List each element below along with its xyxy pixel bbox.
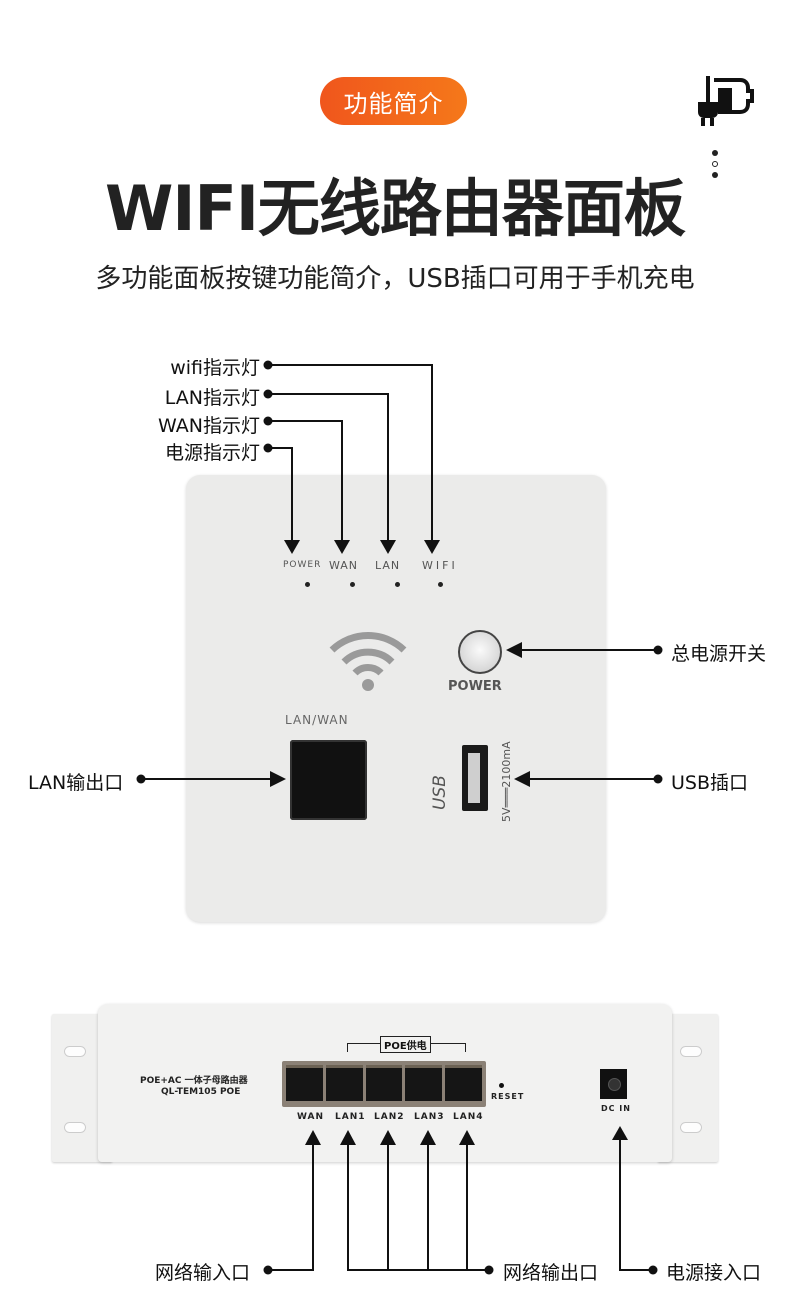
led-label-wifi: WIFI — [422, 559, 458, 572]
dots-decoration — [710, 150, 720, 183]
led-lan — [395, 582, 400, 587]
led-wan — [350, 582, 355, 587]
power-button-label: POWER — [448, 679, 502, 694]
port-label-lan3: LAN3 — [414, 1112, 445, 1122]
leader-power — [268, 447, 293, 540]
callout-power-switch: 总电源开关 — [671, 643, 767, 665]
wifi-icon — [328, 628, 408, 696]
callout-lan-led: LAN指示灯 — [164, 387, 260, 409]
model-line-2: QL-TEM105 POE — [161, 1087, 241, 1097]
callout-wifi-led: wifi指示灯 — [170, 357, 260, 379]
leader-wan — [268, 420, 343, 540]
wall-panel — [186, 475, 606, 922]
poe-label: POE供电 — [380, 1036, 431, 1053]
leader-lan — [268, 393, 389, 540]
ethernet-ports — [282, 1061, 486, 1107]
usb-port[interactable] — [462, 745, 488, 811]
lan-port[interactable] — [290, 740, 367, 820]
callout-network-output: 网络输出口 — [503, 1262, 599, 1284]
leader-wifi — [268, 364, 433, 540]
port-lan2[interactable] — [365, 1065, 403, 1101]
power-button[interactable] — [458, 630, 502, 674]
port-label-lan1: LAN1 — [335, 1112, 366, 1122]
port-wan[interactable] — [286, 1065, 323, 1101]
reset-button[interactable] — [499, 1083, 504, 1088]
port-label: LAN/WAN — [285, 713, 349, 727]
led-label-power: POWER — [283, 560, 322, 570]
dc-in-port[interactable] — [600, 1069, 627, 1099]
callout-power-led: 电源指示灯 — [164, 442, 260, 464]
leader-output — [347, 1145, 489, 1271]
model-line-1: POE+AC 一体子母路由器 — [140, 1076, 248, 1086]
port-lan4[interactable] — [445, 1065, 482, 1101]
port-label-wan: WAN — [297, 1112, 325, 1122]
page-title: WIFI无线路由器面板 — [105, 172, 686, 245]
led-label-wan: WAN — [329, 559, 359, 572]
leader-dc — [619, 1140, 653, 1271]
callout-wan-led: WAN指示灯 — [158, 415, 260, 437]
callout-power-input: 电源接入口 — [666, 1262, 762, 1284]
port-lan1[interactable] — [325, 1065, 363, 1101]
callout-usb: USB插口 — [671, 772, 749, 794]
led-wifi — [438, 582, 443, 587]
reset-label: RESET — [491, 1092, 525, 1101]
led-power — [305, 582, 310, 587]
port-label-lan2: LAN2 — [374, 1112, 405, 1122]
led-label-lan: LAN — [375, 559, 401, 572]
feature-badge: 功能简介 — [320, 77, 467, 125]
callout-lan-output: LAN输出口 — [28, 772, 124, 794]
port-lan3[interactable] — [405, 1065, 443, 1101]
callout-network-input: 网络输入口 — [155, 1262, 251, 1284]
leader-input — [268, 1145, 314, 1271]
plug-battery-icon — [692, 74, 762, 132]
port-label-lan4: LAN4 — [453, 1112, 484, 1122]
page-subtitle: 多功能面板按键功能简介，USB插口可用于手机充电 — [95, 264, 695, 294]
dc-in-label: DC IN — [601, 1104, 631, 1113]
